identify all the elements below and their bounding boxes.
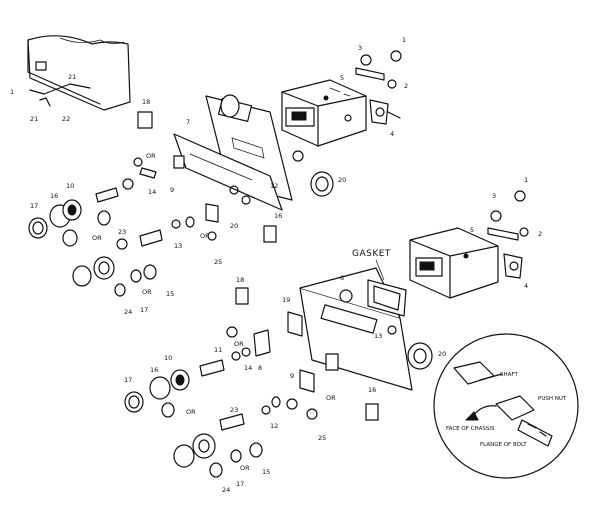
top-panel-parts: [137, 111, 304, 243]
label-1: 1: [402, 36, 406, 44]
label-2: 2: [404, 82, 408, 90]
label-21: 21: [30, 115, 38, 123]
label-7: 7: [186, 118, 190, 126]
label-19: 19: [282, 296, 290, 304]
label-15b: 15: [262, 468, 270, 476]
label-1-dash: 1: [10, 88, 14, 96]
label-16d: 16: [150, 366, 158, 374]
or-label-2: OR: [92, 234, 102, 242]
label-25: 25: [214, 258, 222, 266]
label-16: 16: [274, 212, 282, 220]
label-4: 4: [390, 130, 394, 138]
bottom-radio-chassis: [409, 227, 499, 299]
or-label-4: OR: [200, 232, 210, 240]
gasket-callout: GASKET: [352, 249, 391, 259]
label-14b: 14: [244, 364, 252, 372]
label-24b: 24: [222, 486, 230, 494]
or-label-7: OR: [240, 464, 250, 472]
label-8: 8: [258, 364, 262, 372]
bottom-panel-parts: [235, 287, 379, 421]
label-6: 6: [340, 274, 344, 282]
label-9b: 9: [290, 372, 294, 380]
top-knob-train: [28, 157, 217, 297]
label-5: 5: [340, 74, 344, 82]
label-17b: 17: [140, 306, 148, 314]
push-nut-detail-inset: [433, 333, 579, 479]
top-faceplate: [173, 94, 293, 211]
label-24: 24: [124, 308, 132, 316]
label-20b: 20: [230, 222, 238, 230]
label-14: 14: [148, 188, 156, 196]
inset-label-shaft: SHAFT: [500, 372, 518, 378]
gasket-part: [367, 279, 407, 317]
inset-label-push-nut: PUSH NUT: [538, 396, 567, 402]
bottom-knob-20: [407, 342, 433, 370]
label-10: 10: [66, 182, 74, 190]
label-11: 11: [214, 346, 222, 354]
or-label-8: OR: [326, 394, 336, 402]
inset-label-flange: FLANGE OF BOLT: [480, 442, 527, 448]
or-label-1: OR: [146, 152, 156, 160]
or-label-3: OR: [142, 288, 152, 296]
top-knob-20: [310, 171, 334, 197]
label-5b: 5: [470, 226, 474, 234]
label-22: 22: [62, 115, 70, 123]
label-21-small: 21: [68, 73, 76, 81]
bottom-faceplate: [299, 267, 413, 391]
label-23b: 23: [230, 406, 238, 414]
label-10b: 10: [164, 354, 172, 362]
label-17c: 17: [124, 376, 132, 384]
label-13b: 13: [374, 332, 382, 340]
gasket-leader: [375, 259, 385, 281]
top-hardware-cluster: [355, 50, 402, 125]
label-18: 18: [142, 98, 150, 106]
label-17: 17: [30, 202, 38, 210]
label-23: 23: [118, 228, 126, 236]
label-12b: 12: [270, 422, 278, 430]
label-17d: 17: [236, 480, 244, 488]
bottom-knob-train: [124, 326, 318, 478]
label-2b: 2: [538, 230, 542, 238]
label-18b: 18: [236, 276, 244, 284]
inset-label-chassis: FACE OF CHASSIS: [446, 426, 495, 432]
or-label-5: OR: [234, 340, 244, 348]
bottom-hardware-cluster: [487, 190, 529, 279]
label-13: 13: [174, 242, 182, 250]
label-9: 9: [170, 186, 174, 194]
label-16c: 16: [368, 386, 376, 394]
label-3: 3: [358, 44, 362, 52]
or-label-6: OR: [186, 408, 196, 416]
label-15: 15: [166, 290, 174, 298]
label-20c: 20: [438, 350, 446, 358]
top-radio-chassis: [281, 79, 367, 147]
label-1b: 1: [524, 176, 528, 184]
label-4b: 4: [524, 282, 528, 290]
dashboard-fragment: [27, 35, 131, 111]
label-16b: 16: [50, 192, 58, 200]
label-25b: 25: [318, 434, 326, 442]
label-12: 12: [270, 182, 278, 190]
label-20: 20: [338, 176, 346, 184]
label-3b: 3: [492, 192, 496, 200]
